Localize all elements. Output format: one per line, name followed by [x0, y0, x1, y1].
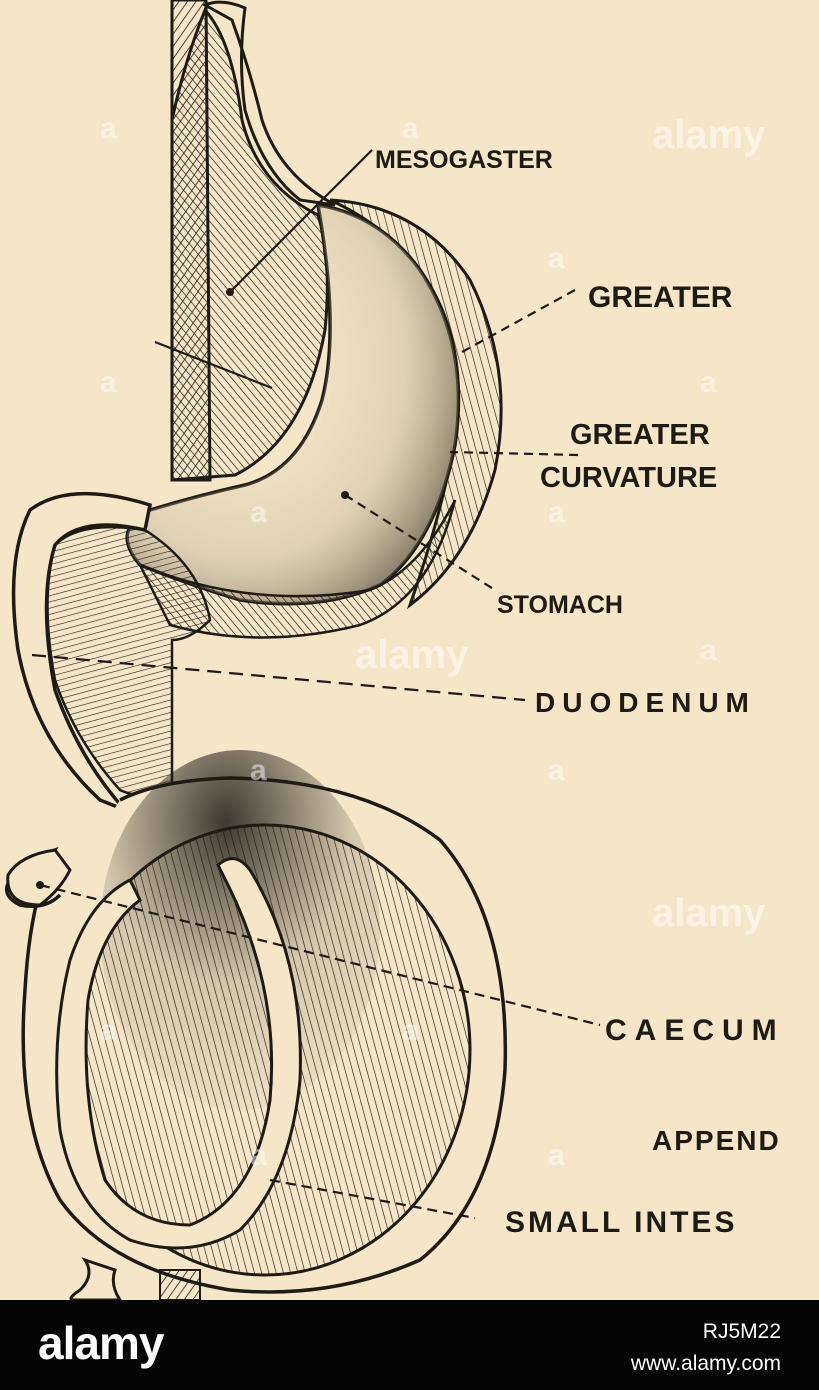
leader-greater: [461, 289, 576, 353]
watermark-letter: a: [402, 112, 419, 145]
watermark-letter: a: [100, 112, 117, 145]
leader-duodenum: [31, 653, 526, 702]
label-mesogaster: MESOGASTER: [375, 146, 553, 174]
leader-caecum: [39, 883, 601, 1027]
label-small-intes: SMALL INTES: [505, 1206, 737, 1239]
watermark: alamy: [652, 113, 766, 157]
label-duodenum: DUODENUM: [535, 687, 756, 718]
small-intestine-tube: [55, 857, 302, 1250]
label-greater-curvature-1: GREATER: [570, 419, 710, 451]
watermark-letter: a: [548, 1139, 565, 1172]
watermark-letter: a: [548, 496, 565, 529]
dot-stomach: [341, 491, 349, 499]
watermark-letter: a: [100, 366, 117, 399]
alamy-logo: alamy: [38, 1317, 164, 1369]
watermark-letter: a: [250, 754, 267, 787]
diagram-plate: MESOGASTER GREATER GREATER CURVATURE STO…: [0, 0, 819, 1300]
label-greater-curvature-2: CURVATURE: [540, 462, 717, 494]
leader-mesogaster-2: [154, 340, 273, 390]
leader-lines: [31, 149, 601, 1220]
mesentery-root-shading: [100, 750, 380, 1110]
label-caecum: CAECUM: [605, 1014, 785, 1047]
watermark-letter: a: [548, 754, 565, 787]
watermark-letter: a: [700, 366, 717, 399]
watermark-letter: a: [700, 634, 717, 667]
esophagus: [201, 0, 336, 207]
lower-mesentery-strip: [159, 1269, 201, 1300]
watermark: alamy: [355, 633, 469, 677]
label-append: APPEND: [652, 1125, 781, 1156]
watermark-letter: a: [100, 1014, 117, 1047]
leader-greater-curvature: [449, 450, 579, 457]
watermark-letter: a: [402, 1014, 419, 1047]
lesser-omentum-band: [137, 499, 457, 639]
watermark: alamy: [652, 891, 766, 935]
caecum-bump: [6, 848, 72, 907]
label-greater: GREATER: [588, 281, 733, 314]
intestine-exit: [69, 1257, 122, 1300]
leader-mesogaster: [229, 149, 373, 293]
anatomy-illustration: MESOGASTER GREATER GREATER CURVATURE STO…: [0, 0, 819, 1300]
label-stomach: STOMACH: [497, 591, 623, 619]
image-code: RJ5M22: [702, 1320, 781, 1343]
watermark-letter: a: [548, 242, 565, 275]
watermark-letter: a: [250, 1139, 267, 1172]
dot-mesogaster: [226, 288, 234, 296]
watermark-group: alamy alamy alamy a a a a a a a a a a a …: [100, 112, 766, 1172]
leader-small-intestine: [269, 1178, 476, 1220]
stock-footer-bar: alamy RJ5M22 www.alamy.com: [0, 1300, 819, 1390]
watermark-letter: a: [250, 496, 267, 529]
leader-dots: [36, 288, 349, 889]
stomach-shading: [127, 205, 459, 604]
dot-caecum: [36, 881, 44, 889]
site-url: www.alamy.com: [630, 1352, 781, 1375]
